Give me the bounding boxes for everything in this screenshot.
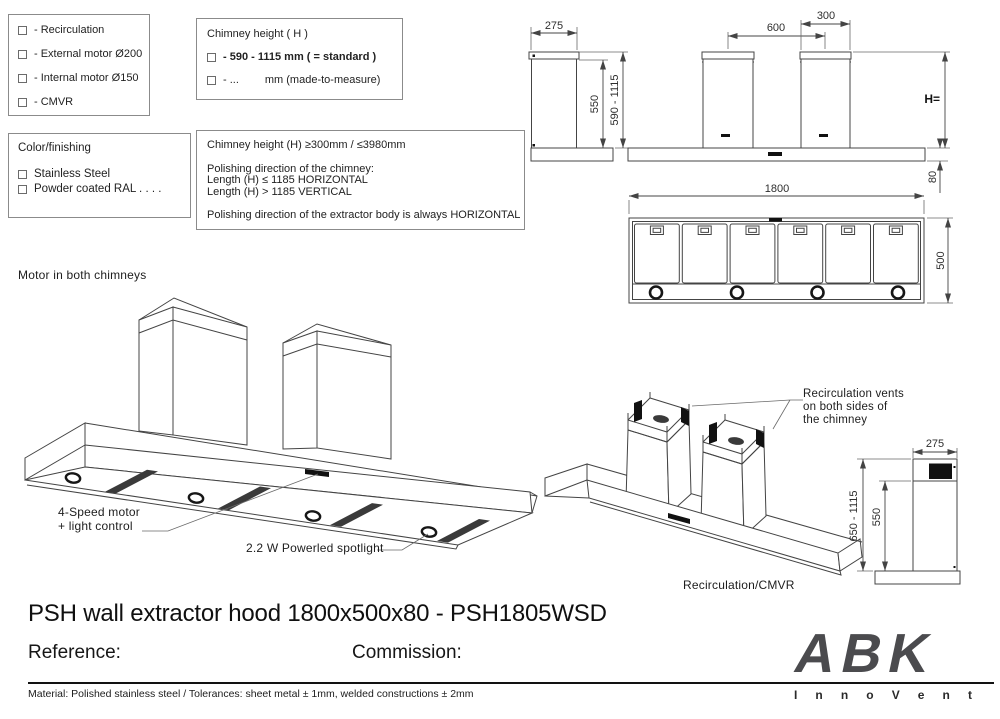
checkbox-cmvr[interactable]	[18, 97, 27, 107]
option-row: - External motor Ø200	[18, 48, 149, 60]
reference-label: Reference:	[28, 642, 121, 663]
checkbox-powder-coated[interactable]	[18, 184, 27, 194]
spotlights-isometric	[65, 472, 437, 537]
spec-line: Length (H) > 1185 VERTICAL	[207, 185, 352, 198]
chimney-height-custom-row: - ... mm (made-to-measure)	[207, 74, 402, 86]
checkbox-internal-motor[interactable]	[18, 73, 27, 83]
logo-sub-letter: n	[942, 688, 952, 702]
option-label: - Recirculation	[34, 24, 105, 36]
checkbox-standard-height[interactable]	[207, 52, 216, 62]
checkbox-stainless-steel[interactable]	[18, 169, 27, 179]
logo-sub-letter: n	[840, 688, 851, 702]
option-label: - CMVR	[34, 96, 74, 108]
finish-row: Stainless Steel	[18, 168, 190, 180]
polishing-spec-panel: Chimney height (H) ≥300mm / ≤3980mm Poli…	[196, 130, 525, 230]
footer-divider	[28, 682, 994, 684]
hood-isometric-drawing	[25, 298, 537, 550]
finish-label: Powder coated RAL . . . .	[34, 183, 162, 195]
dim-recirc-width: 275	[926, 438, 944, 450]
logo-sub-letter: t	[967, 688, 974, 702]
control-panel-mark	[305, 469, 329, 477]
options-panel: - Recirculation - External motor Ø200 - …	[8, 14, 150, 116]
logo-sub-letter: e	[917, 688, 927, 702]
chimney-height-panel: Chimney height ( H ) - 590 - 1115 mm ( =…	[196, 18, 403, 100]
recirc-vents-line2: on both sides of	[803, 401, 888, 413]
commission-label: Commission:	[352, 642, 462, 663]
leader-recirc-vents	[692, 400, 803, 429]
leader-spotlight	[377, 534, 428, 550]
speed-motor-line1: 4-Speed motor	[58, 505, 140, 519]
dim-recirc-inner: 550	[871, 508, 883, 526]
finish-label: Stainless Steel	[34, 168, 111, 180]
dim-hood-width: 1800	[765, 183, 789, 195]
spec-line: Polishing direction of the chimney:	[207, 162, 374, 175]
bottom-view-drawing: 1800 500	[629, 183, 953, 303]
dim-hood-depth: 500	[935, 251, 947, 269]
spotlights-bottom-view	[650, 287, 904, 299]
dim-chimney-spacing: 600	[767, 22, 785, 34]
option-row: - Recirculation	[18, 24, 149, 36]
open-chimney-left	[626, 392, 691, 514]
chimney-height-standard-row: - 590 - 1115 mm ( = standard )	[207, 51, 402, 63]
logo-sub-letter: I	[794, 688, 800, 702]
option-label: - External motor Ø200	[34, 48, 143, 60]
checkbox-recirculation[interactable]	[18, 25, 27, 35]
checkbox-external-motor[interactable]	[18, 49, 27, 59]
front-view-drawing: 600 300 H= 80	[628, 10, 950, 193]
recirc-vents-label: Recirculation vents on both sides of the…	[803, 388, 904, 427]
spec-line: Polishing direction of the extractor bod…	[207, 209, 521, 221]
spec-line: Length (H) ≤ 1185 HORIZONTAL	[207, 174, 368, 186]
recirc-vents-line1: Recirculation vents	[803, 388, 904, 400]
option-label: - Internal motor Ø150	[34, 72, 139, 84]
dim-body-height: 80	[927, 171, 939, 183]
side-view-drawing: 275 550 590 - 1115	[529, 20, 628, 161]
option-row: - Internal motor Ø150	[18, 72, 149, 84]
custom-height-prefix: - ...	[223, 74, 239, 86]
color-finishing-title: Color/finishing	[18, 142, 91, 154]
product-title: PSH wall extractor hood 1800x500x80 - PS…	[28, 600, 607, 627]
control-panel-mark	[668, 513, 690, 524]
dim-chimney-width: 300	[817, 10, 835, 22]
recirc-side-view-drawing: 275 650 - 1115 550	[848, 438, 960, 584]
finish-row: Powder coated RAL . . . .	[18, 183, 190, 195]
dim-side-height-range: 590 - 1115	[609, 75, 621, 126]
dim-recirc-range: 650 - 1115	[848, 491, 860, 542]
chimney-height-title: Chimney height ( H )	[207, 28, 308, 40]
color-finishing-panel: Color/finishing Stainless Steel Powder c…	[8, 133, 191, 218]
logo-sub-letter: V	[891, 688, 902, 702]
open-chimney-right	[701, 414, 766, 536]
filter-handles	[650, 226, 902, 235]
abk-logo-subtitle: I n n o V e n t	[794, 688, 974, 702]
speed-motor-line2: + light control	[58, 519, 133, 533]
spotlight-label: 2.2 W Powerled spotlight	[246, 541, 384, 555]
standard-height-label: - 590 - 1115 mm ( = standard )	[223, 51, 377, 63]
logo-sub-letter: n	[815, 688, 825, 702]
dim-side-inner-height: 550	[589, 95, 601, 113]
motor-both-chimneys-label: Motor in both chimneys	[18, 268, 147, 282]
spec-line: Chimney height (H) ≥300mm / ≤3980mm	[207, 139, 406, 151]
logo-sub-letter: o	[866, 688, 876, 702]
speed-motor-label: 4-Speed motor + light control	[58, 505, 140, 533]
option-row: - CMVR	[18, 96, 149, 108]
custom-height-label: mm (made-to-measure)	[264, 74, 381, 86]
material-tolerances-note: Material: Polished stainless steel / Tol…	[28, 688, 474, 700]
recirc-cmvr-label: Recirculation/CMVR	[683, 578, 795, 592]
dim-side-width: 275	[545, 20, 563, 32]
leader-speed-motor	[142, 474, 318, 531]
dim-height-label: H=	[924, 92, 940, 106]
recirc-vents-line3: the chimney	[803, 414, 868, 426]
checkbox-custom-height[interactable]	[207, 75, 216, 85]
abk-logo: ABK	[789, 622, 943, 684]
recirculation-isometric-drawing	[545, 392, 862, 575]
